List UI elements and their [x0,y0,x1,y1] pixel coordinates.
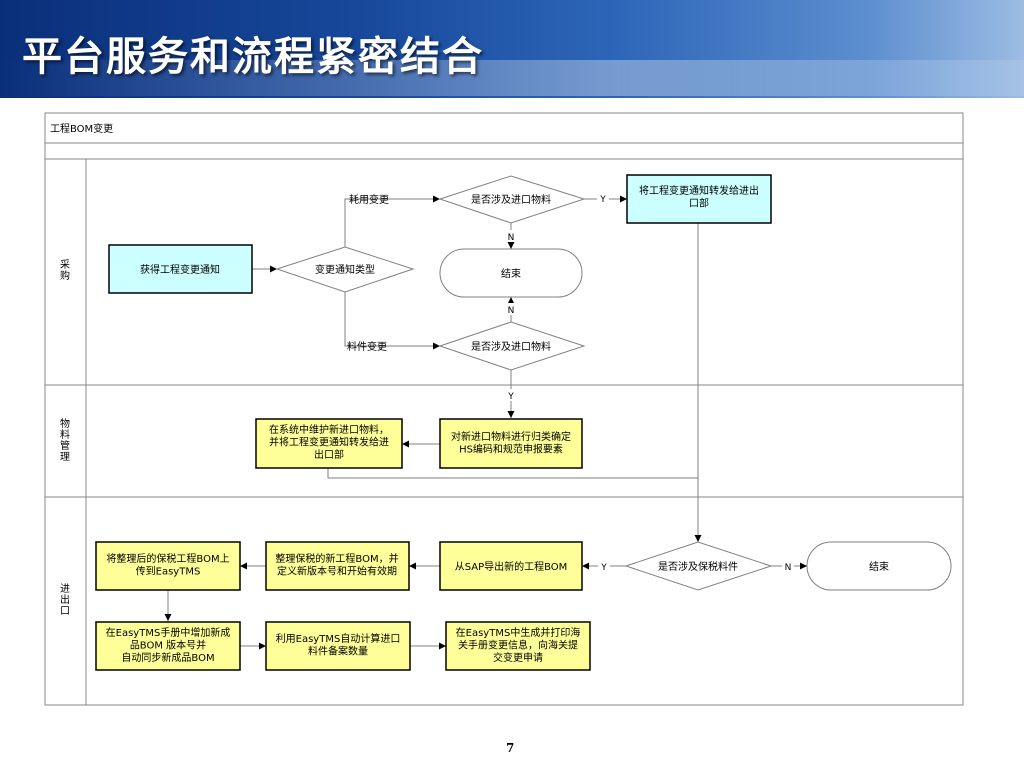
lane-label-material: 物料管理 [60,417,70,463]
slide-title: 平台服务和流程紧密结合 [22,34,484,80]
svg-text:变更通知类型: 变更通知类型 [315,263,375,276]
svg-text:获得工程变更通知: 获得工程变更通知 [140,263,220,276]
svg-text:在EasyTMS手册中增加新成品BOM 版本号并自动同步新成: 在EasyTMS手册中增加新成品BOM 版本号并自动同步新成品BOM [106,626,231,664]
node-auto-calc: 利用EasyTMS自动计算进口料件备案数量 [265,621,411,671]
lane-label-purchase: 采购 [60,259,70,282]
svg-text:是否涉及进口物料: 是否涉及进口物料 [471,340,551,353]
line-type-to-part [344,292,395,347]
diagram-header: 工程BOM变更 [50,122,113,135]
label-part-change: 料件变更 [347,340,387,353]
node-import-q2-decision: 是否涉及进口物料 [438,321,586,371]
node-end-2: 结束 [806,541,952,591]
svg-text:利用EasyTMS自动计算进口料件备案数量: 利用EasyTMS自动计算进口料件备案数量 [276,632,401,658]
label-y2: Y [507,392,514,402]
node-end-1: 结束 [439,248,583,298]
node-import-q1-decision: 是否涉及进口物料 [438,175,586,224]
node-get-notice: 获得工程变更通知 [108,244,253,294]
svg-text:结束: 结束 [869,560,889,573]
node-add-version: 在EasyTMS手册中增加新成品BOM 版本号并自动同步新成品BOM [95,621,241,671]
svg-text:从SAP导出新的工程BOM: 从SAP导出新的工程BOM [455,560,568,573]
svg-text:将整理后的保税工程BOM上传到EasyTMS: 将整理后的保税工程BOM上传到EasyTMS [106,552,229,578]
label-n2: N [508,306,515,316]
node-forward-dept: 将工程变更通知转发给进出口部 [626,174,772,224]
connectors [164,195,807,650]
svg-text:在EasyTMS中生成并打印海关手册变更信息，向海关提交变更: 在EasyTMS中生成并打印海关手册变更信息，向海关提交变更申请 [456,626,581,664]
node-maintain: 在系统中维护新进口物料，并将工程变更通知转发给进出口部 [255,418,403,469]
banner-highlight [0,60,1024,96]
label-y1: Y [599,195,606,205]
svg-text:是否涉及保税料件: 是否涉及保税料件 [658,560,738,573]
node-print-submit: 在EasyTMS中生成并打印海关手册变更信息，向海关提交变更申请 [445,621,591,671]
node-bonded-decision: 是否涉及保税料件 [624,541,773,591]
label-y3: Y [600,563,607,573]
node-change-type-decision: 变更通知类型 [275,246,415,293]
node-upload: 将整理后的保税工程BOM上传到EasyTMS [95,541,241,591]
svg-text:整理保税的新工程BOM，并定义新版本号和开始有效期: 整理保税的新工程BOM，并定义新版本号和开始有效期 [275,552,398,578]
line-type-to-consumption [344,198,395,247]
svg-text:结束: 结束 [501,267,521,280]
page-number: 7 [506,741,515,755]
node-sap-export: 从SAP导出新的工程BOM [439,541,583,591]
line-maintain-to-bonded [327,468,698,479]
svg-text:是否涉及进口物料: 是否涉及进口物料 [471,193,551,206]
svg-text:将工程变更通知转发给进出口部: 将工程变更通知转发给进出口部 [639,184,759,210]
lane-label-import-export: 进出口 [60,583,70,617]
node-organize: 整理保税的新工程BOM，并定义新版本号和开始有效期 [265,541,410,591]
label-n3: N [785,563,792,573]
svg-text:在系统中维护新进口物料，并将工程变更通知转发给进出口部: 在系统中维护新进口物料，并将工程变更通知转发给进出口部 [269,423,389,461]
label-consumption-change: 耗用变更 [349,193,389,206]
title-banner: 平台服务和流程紧密结合 [0,0,1024,98]
label-n1: N [508,233,515,243]
